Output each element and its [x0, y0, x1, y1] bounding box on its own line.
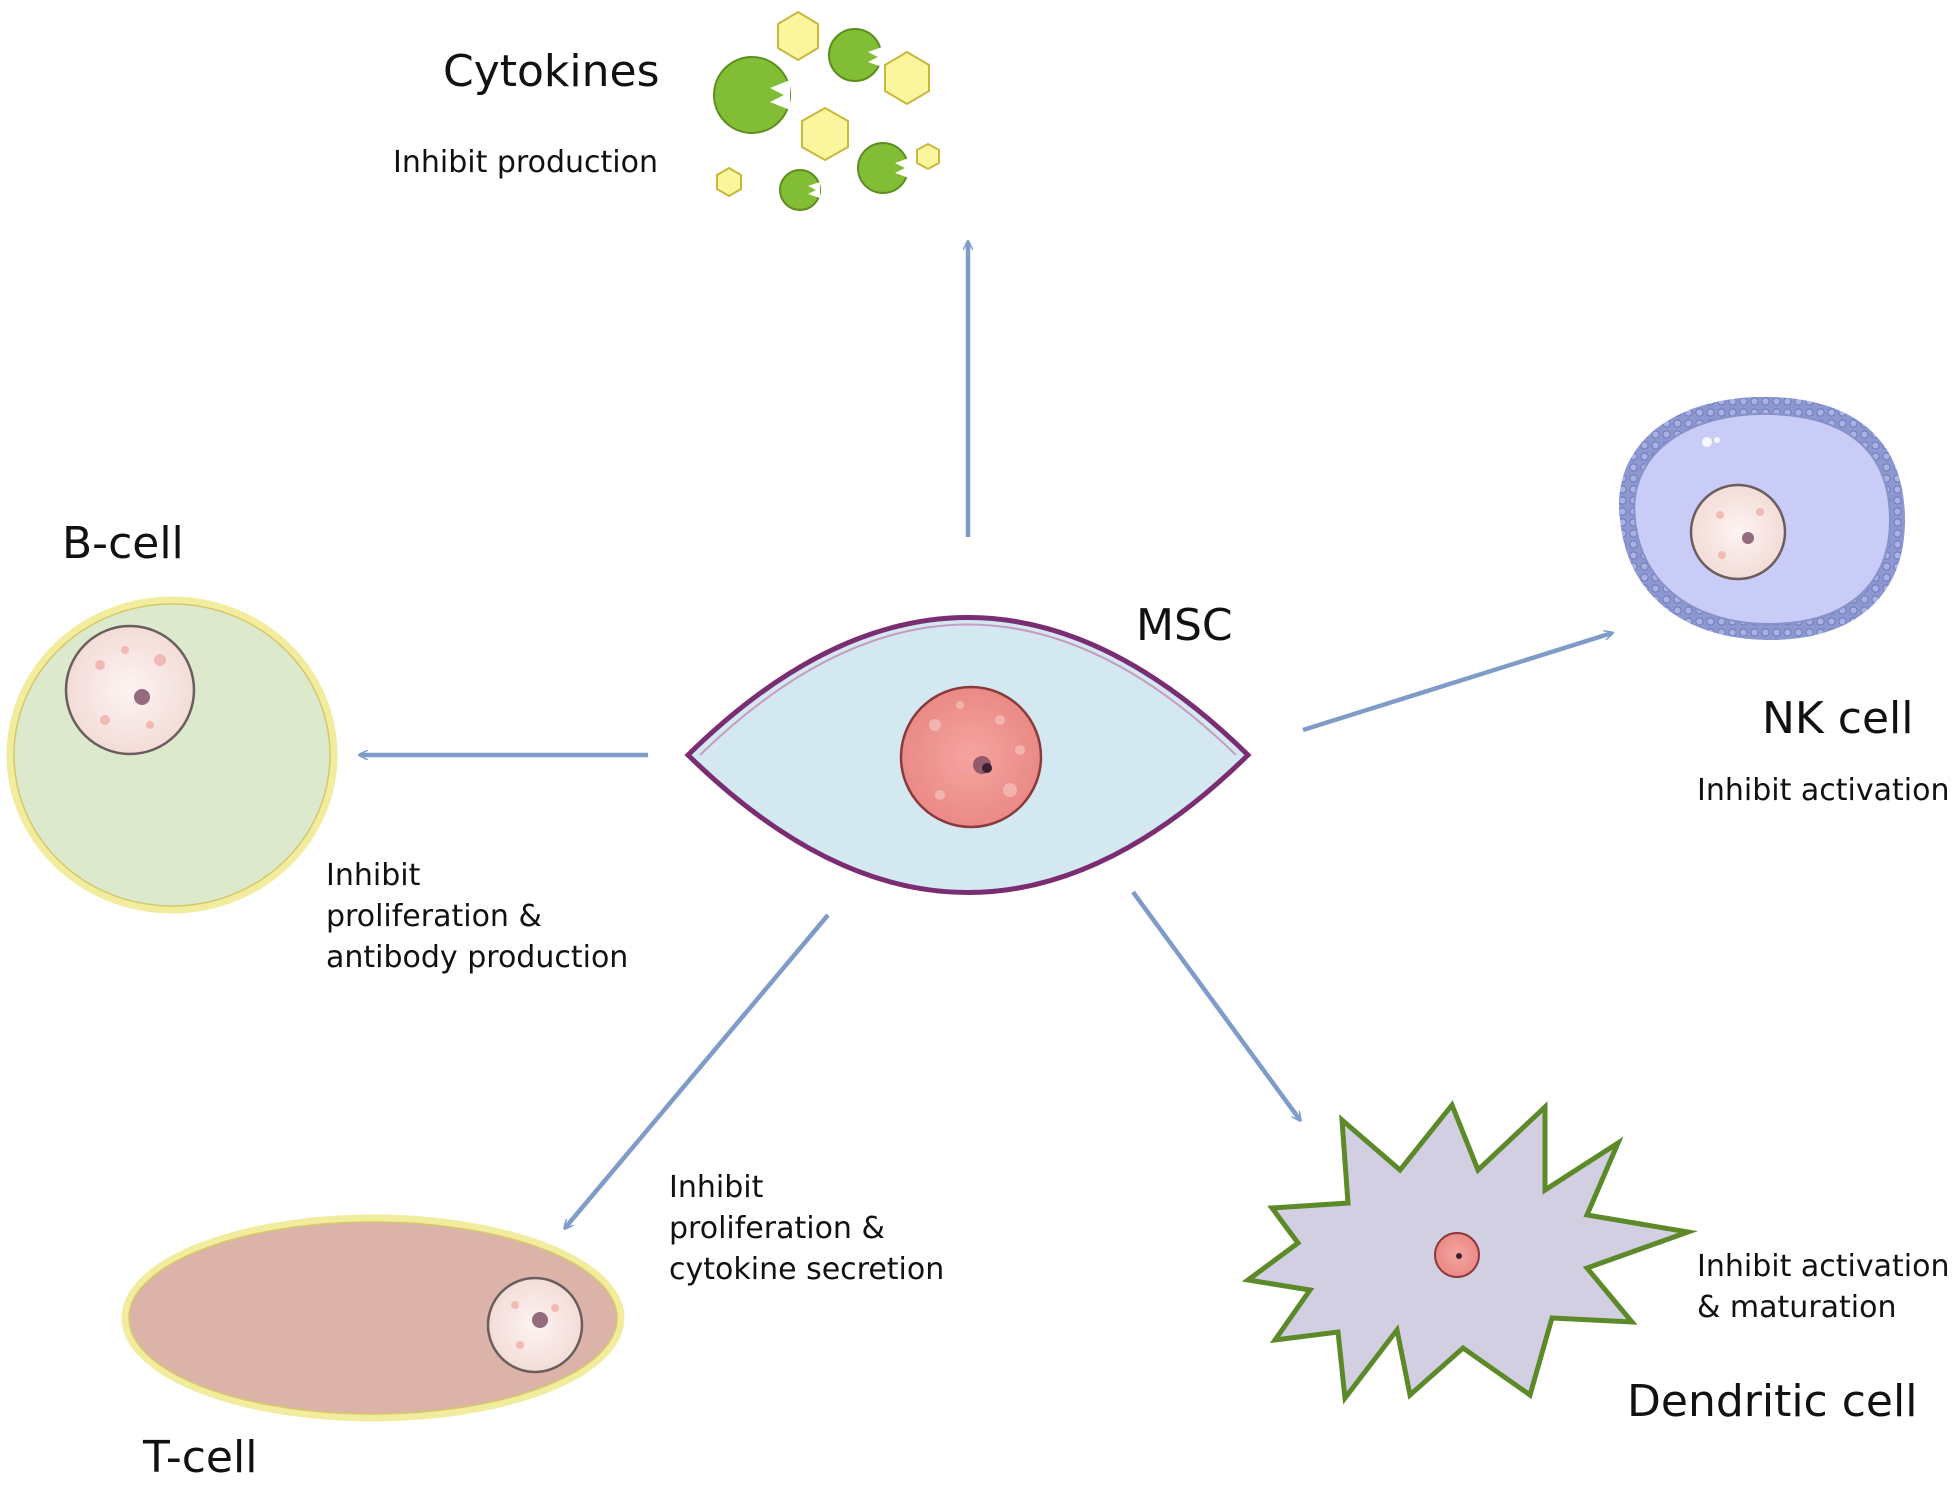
cytokine-yellow-group [716, 10, 940, 198]
cytokine-green-2 [828, 28, 882, 82]
nkcell-title: NK cell [1762, 693, 1914, 744]
dendritic-effect: Inhibit activation & maturation [1697, 1249, 1950, 1325]
bcell-effect: Inhibit proliferation & antibody product… [326, 858, 629, 975]
nkcell-nucleus [1689, 483, 1787, 581]
cytokines-cluster [713, 10, 940, 211]
msc-nucleus [899, 685, 1043, 829]
cytokine-green-4 [779, 169, 821, 211]
cytokine-yellow-1 [777, 10, 819, 62]
nkcell-effect: Inhibit activation [1697, 773, 1950, 808]
cytokine-yellow-5 [916, 142, 940, 171]
nk-cell [1619, 396, 1905, 640]
arrow-to-nkcell [1302, 633, 1612, 733]
cytokines-effect: Inhibit production [393, 145, 658, 180]
bcell [6, 596, 338, 914]
msc-cell [684, 615, 1252, 895]
bcell-nucleus [64, 624, 196, 756]
tcell-title: T-cell [143, 1432, 258, 1483]
cytokine-yellow-2 [884, 50, 930, 106]
tcell-effect: Inhibit proliferation & cytokine secreti… [669, 1170, 945, 1287]
bcell-title: B-cell [62, 518, 184, 569]
dendritic-title: Dendritic cell [1627, 1376, 1918, 1427]
cytokine-green-3 [857, 142, 909, 194]
dendritic-cell [1241, 1100, 1698, 1405]
msc-title: MSC [1136, 600, 1233, 651]
arrows [360, 242, 1612, 1228]
arrow-to-tcell [565, 913, 830, 1228]
tcell [121, 1214, 625, 1422]
cytokine-green-1 [713, 56, 791, 134]
cytokines-title: Cytokines [443, 46, 660, 97]
cytokine-yellow-3 [801, 106, 849, 162]
cytokine-yellow-4 [716, 166, 742, 198]
arrow-to-dendritic [1131, 890, 1300, 1120]
